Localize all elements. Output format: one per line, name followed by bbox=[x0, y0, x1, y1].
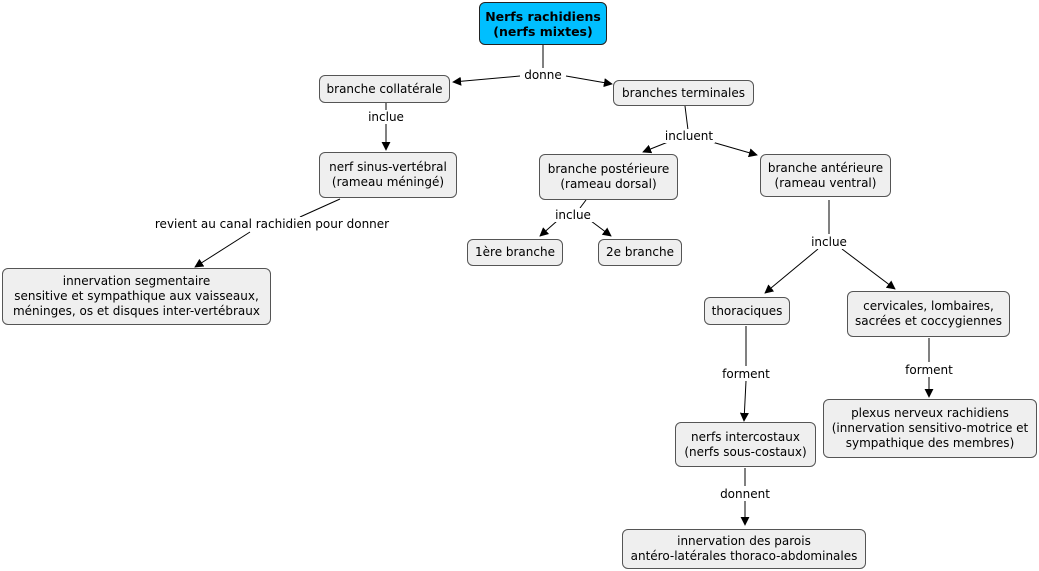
node-branche-collaterale: branche collatérale bbox=[319, 75, 450, 103]
link-forment-intercostaux bbox=[739, 380, 749, 422]
link-label-forment-thoraciques: forment bbox=[720, 367, 772, 381]
node-deuxieme-branche: 2e branche bbox=[598, 239, 682, 266]
link-posterieure-inclue bbox=[579, 199, 587, 209]
node-branche-posterieure: branche postérieure (rameau dorsal) bbox=[539, 154, 678, 200]
link-sinus-revient bbox=[299, 198, 341, 218]
link-inclue-thoraciques bbox=[764, 248, 819, 294]
root-node: Nerfs rachidiens (nerfs mixtes) bbox=[479, 2, 607, 45]
link-label-inclue-anterieure: inclue bbox=[809, 235, 849, 249]
link-label-forment-cervicales: forment bbox=[903, 363, 955, 377]
node-plexus-nerveux: plexus nerveux rachidiens (innervation s… bbox=[823, 399, 1037, 458]
node-premiere-branche: 1ère branche bbox=[467, 239, 563, 266]
link-label-revient: revient au canal rachidien pour donner bbox=[152, 217, 392, 231]
link-revient-innervation bbox=[194, 231, 251, 268]
link-label-incluent: incluent bbox=[662, 129, 716, 143]
node-innervation-parois: innervation des parois antéro-latérales … bbox=[622, 529, 866, 569]
link-label-donne: donne bbox=[522, 68, 564, 82]
link-donne-collaterale bbox=[452, 75, 521, 86]
link-incluent-anterieure bbox=[711, 141, 758, 158]
link-inclue-premiere bbox=[539, 220, 558, 237]
link-label-donnent: donnent bbox=[718, 487, 772, 501]
node-innervation-segmentaire: innervation segmentaire sensitive et sym… bbox=[2, 268, 271, 325]
node-nerfs-intercostaux: nerfs intercostaux (nerfs sous-costaux) bbox=[675, 422, 816, 467]
link-inclue-deuxieme bbox=[590, 220, 612, 237]
link-donne-terminales bbox=[565, 75, 613, 88]
link-label-inclue-collaterale: inclue bbox=[366, 110, 406, 124]
node-branche-anterieure: branche antérieure (rameau ventral) bbox=[760, 154, 891, 197]
node-thoraciques: thoraciques bbox=[704, 297, 790, 325]
link-label-inclue-posterieure: inclue bbox=[553, 208, 593, 222]
node-nerf-sinus-vertebral: nerf sinus-vertébral (rameau méningé) bbox=[319, 152, 457, 198]
link-incluent-posterieure bbox=[642, 141, 669, 154]
node-cervicales-lombaires: cervicales, lombaires, sacrées et coccyg… bbox=[847, 291, 1010, 337]
link-inclue-cervicales bbox=[841, 248, 896, 290]
link-terminales-incluent bbox=[684, 105, 689, 131]
node-branches-terminales: branches terminales bbox=[613, 80, 754, 106]
